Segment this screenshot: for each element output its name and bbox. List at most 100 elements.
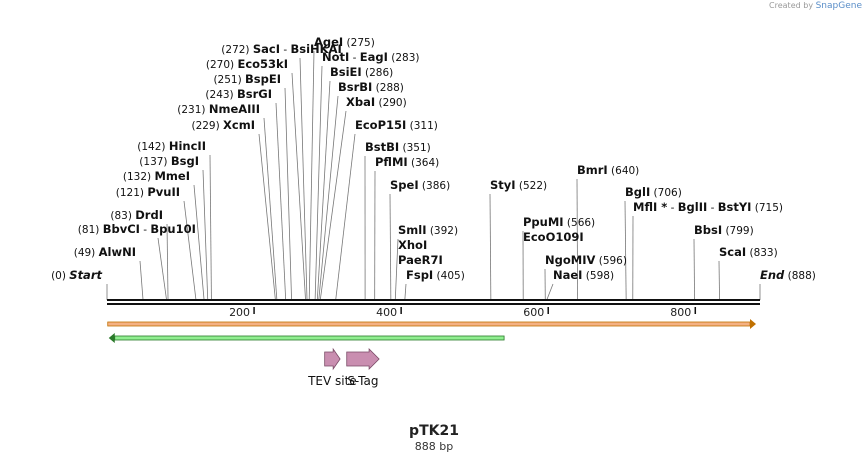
site-line-xcmi [258,133,276,301]
site-alt-name: BglII [678,200,708,214]
feature-green-arrowhead [108,333,115,343]
tev-site-label: TEV site [307,374,357,388]
site-position: (288) [372,82,404,94]
site-line-bspei [284,87,292,301]
site-line-bsgi [202,169,209,301]
site-position: (142) [137,141,169,153]
site-line-drdi [166,223,169,301]
site-label-xbai: XbaI (290) [346,95,407,109]
ruler-label-200: 200 [229,306,250,319]
site-label-mmei: (132) MmeI [123,169,190,183]
site-line-scai [718,260,720,301]
site-position: (81) [78,224,103,236]
site-name: NaeI [553,268,582,282]
site-position: (715) [751,202,783,214]
feature-green-bar [114,335,505,341]
site-name: XcmI [223,118,255,132]
site-position: (290) [375,97,407,109]
site-labels: (0) Start(49) AlwNI(81) BbvCI - Bpu10I(8… [51,35,816,282]
site-separator: - [349,52,359,64]
site-alt-name: BsiHKAI [290,42,341,56]
site-label-fspi: FspI (405) [406,268,465,282]
site-position: (392) [427,225,459,237]
site-name: BmrI [577,163,608,177]
site-name: NgoMIV [545,253,595,267]
site-label-scai: ScaI (833) [719,245,778,259]
site-line-bbvci [157,237,167,301]
feature-orange-bar [107,321,751,327]
sequence-name: pTK21 [409,423,459,439]
site-label-bbvci: (81) BbvCI - Bpu10I [78,222,196,236]
site-label-hincii: (142) HincII [137,139,206,153]
site-name: NmeAIII [209,102,260,116]
ruler-label-600: 600 [523,306,544,319]
site-label-naei: NaeI (598) [553,268,614,282]
sequence-length: 888 bp [414,440,454,453]
site-label-bsiei: BsiEI (286) [330,65,393,79]
site-name: XbaI [346,95,375,109]
site-line-noti [314,65,323,301]
created-by-text: Created by [769,1,814,10]
site-alt-name-2: BstYI [718,200,752,214]
site-line-pvuii [183,200,197,301]
site-position: (121) [116,187,148,199]
site-line-saci [299,57,308,301]
site-line-mmei [193,184,205,301]
site-position: (286) [362,67,394,79]
site-name: AgeI [314,35,343,49]
site-label-bsrgi: (243) BsrGI [205,87,272,101]
site-label-bgli: BglI (706) [625,185,682,199]
site-name: MflI [633,200,657,214]
site-line-bgli [624,200,627,301]
site-name: BsiEI [330,65,362,79]
site-name: FspI [406,268,433,282]
site-position: (272) [221,44,253,56]
site-label-eco53ki: (270) Eco53kI [206,57,288,71]
site-line-ecop15i [335,133,356,301]
site-label-ngomiv: NgoMIV (596) [545,253,627,267]
site-label-ecop15i: EcoP15I (311) [355,118,438,132]
site-position: (231) [177,104,209,116]
s-tag-arrow [346,348,380,370]
site-line-bbsi [693,238,695,301]
site-label-spei: SpeI (386) [390,178,450,192]
site-position: (251) [213,74,245,86]
site-name: SpeI [390,178,419,192]
site-name: NotI [322,50,349,64]
site-name: StyI [490,178,516,192]
site-position: (566) [564,217,596,229]
site-line-smli [394,238,399,301]
site-name: BglI [625,185,650,199]
site-position: (522) [516,180,548,192]
site-name: DrdI [135,208,163,222]
site-separator: - [707,202,717,214]
site-label-saci: (272) SacI - BsiHKAI [221,42,341,56]
site-name: BsrBI [338,80,372,94]
site-label-bstbi: BstBI (351) [365,140,431,154]
site-label-pflmi: PflMI (364) [375,155,439,169]
site-position: (0) [51,270,69,282]
site-line-agei [308,50,315,301]
site-position: (706) [650,187,682,199]
site-line-xbai [319,110,347,301]
site-label-styi: StyI (522) [490,178,547,192]
site-name: BspEI [245,72,281,86]
site-name: AlwNI [99,245,136,259]
ruler-label-400: 400 [376,306,397,319]
feature-orange-arrowhead [750,319,756,329]
ruler: 200 400 600 800 [229,306,697,319]
site-label-noti: NotI - EagI (283) [322,50,420,64]
site-name: PflMI [375,155,408,169]
site-position: (833) [746,247,778,259]
site-position: (405) [433,270,465,282]
site-label-ecoo109i: EcoO109I [523,230,584,244]
site-label-bmri: BmrI (640) [577,163,639,177]
site-position: (596) [595,255,627,267]
site-line-fspi [404,283,407,301]
ruler-label-800: 800 [670,306,691,319]
site-label-drdi: (83) DrdI [110,208,163,222]
site-label-end: End (888) [760,268,816,282]
site-position: (229) [191,120,223,132]
site-label-pvuii: (121) PvuII [116,185,180,199]
s-tag-label: S-Tag [347,374,378,388]
